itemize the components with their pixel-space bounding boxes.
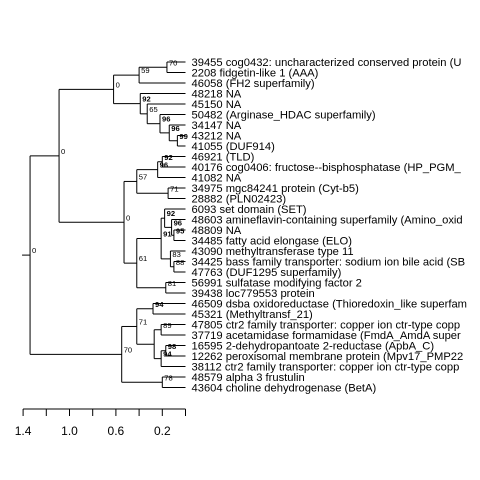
leaf-label: 43212 NA bbox=[192, 131, 242, 143]
leaf-label: 34147 NA bbox=[192, 120, 242, 132]
bootstrap-support: 70 bbox=[169, 58, 177, 67]
bootstrap-support: 94 bbox=[163, 350, 172, 359]
bootstrap-support: 65 bbox=[149, 105, 157, 114]
leaf-label: 38112 ctr2 family transporter: copper io… bbox=[192, 362, 460, 374]
bootstrap-support: 91 bbox=[163, 230, 172, 239]
bootstrap-support: 0 bbox=[61, 147, 65, 156]
bootstrap-support: 0 bbox=[116, 80, 120, 89]
bootstrap-support: 99 bbox=[179, 132, 187, 141]
leaf-label: 39438 loc779553 protein bbox=[192, 288, 315, 300]
axis-tick-label: 0.2 bbox=[154, 424, 171, 438]
leaf-labels: 39455 cog0432: uncharacterized conserved… bbox=[192, 57, 468, 395]
bootstrap-support: 0 bbox=[126, 213, 130, 222]
bootstrap-support: 92 bbox=[164, 153, 172, 162]
leaf-label: 46058 (FH2 superfamily) bbox=[192, 78, 315, 90]
leaf-label: 2208 fidgetin-like 1 (AAA) bbox=[192, 68, 319, 80]
leaf-label: 43604 choline dehydrogenase (BetA) bbox=[192, 383, 377, 395]
leaf-label: 34975 mgc84241 protein (Cyt-b5) bbox=[192, 183, 360, 195]
leaf-label: 12262 peroxisomal membrane protein (Mpv1… bbox=[192, 351, 464, 363]
bootstrap-support: 88 bbox=[176, 258, 184, 267]
leaf-label: 16595 2-dehydropantoate 2-reductase (Apb… bbox=[192, 341, 435, 353]
bootstrap-support: 98 bbox=[168, 342, 176, 351]
bootstrap-support: 71 bbox=[170, 184, 178, 193]
leaf-label: 34425 bass family transporter: sodium io… bbox=[192, 257, 466, 269]
leaf-label: 45321 (Methyltransf_21) bbox=[192, 309, 314, 321]
leaf-label: 41082 NA bbox=[192, 173, 242, 185]
leaf-label: 45150 NA bbox=[192, 99, 242, 111]
leaf-label: 37719 acetamidase formamidase (FmdA_AmdA… bbox=[192, 330, 462, 342]
axis-tick-label: 0.6 bbox=[108, 424, 125, 438]
bootstrap-support: 83 bbox=[172, 250, 180, 259]
bootstrap-support: 89 bbox=[163, 321, 171, 330]
leaf-label: 46509 dsba oxidoreductase (Thioredoxin_l… bbox=[192, 299, 468, 311]
leaf-label: 50482 (Arginase_HDAC superfamily) bbox=[192, 110, 376, 122]
bootstrap-support: 96 bbox=[174, 218, 182, 227]
leaf-label: 46921 (TLD) bbox=[192, 152, 255, 164]
leaf-label: 34485 fatty acid elongase (ELO) bbox=[192, 236, 353, 248]
leaf-label: 40176 cog0406: fructose--bisphosphatase … bbox=[192, 162, 462, 174]
bootstrap-support: 95 bbox=[176, 226, 185, 235]
bootstrap-support: 0 bbox=[32, 246, 36, 255]
bootstrap-support: 70 bbox=[124, 345, 132, 354]
leaf-label: 48809 NA bbox=[192, 225, 242, 237]
leaf-label: 39455 cog0432: uncharacterized conserved… bbox=[192, 57, 462, 69]
bootstrap-support: 96 bbox=[171, 124, 179, 133]
axis-tick-label: 1.4 bbox=[15, 424, 32, 438]
leaf-label: 28882 (PLN02423) bbox=[192, 194, 287, 206]
bootstrap-support: 78 bbox=[164, 373, 172, 382]
bootstrap-support: 96 bbox=[162, 115, 170, 124]
leaf-label: 43090 methyltransferase type 11 bbox=[192, 246, 354, 258]
bootstrap-support: 94 bbox=[155, 300, 164, 309]
leaf-label: 6093 set domain (SET) bbox=[192, 204, 307, 216]
distance-scale-axis: 1.4 1.0 0.6 0.2 bbox=[15, 408, 186, 438]
bootstrap-support: 71 bbox=[139, 317, 147, 326]
bootstrap-support: 92 bbox=[142, 95, 150, 104]
leaf-label: 41055 (DUF914) bbox=[192, 141, 276, 153]
bootstrap-support: 61 bbox=[139, 254, 147, 263]
tree-branches bbox=[22, 61, 186, 388]
bootstrap-support: 57 bbox=[139, 172, 147, 181]
leaf-label: 48603 amineflavin-containing superfamily… bbox=[192, 215, 463, 227]
leaf-label: 47763 (DUF1295 superfamily) bbox=[192, 267, 342, 279]
leaf-label: 48579 alpha 3 frustulin bbox=[192, 372, 305, 384]
bootstrap-support: 59 bbox=[141, 66, 149, 75]
axis-tick-label: 1.0 bbox=[61, 424, 78, 438]
bootstrap-support: 81 bbox=[168, 279, 176, 288]
bootstrap-support: 96 bbox=[160, 161, 168, 170]
leaf-label: 48218 NA bbox=[192, 89, 242, 101]
leaf-label: 47805 ctr2 family transporter: copper io… bbox=[192, 320, 461, 332]
bootstrap-support-labels: 7059999696659209296715795969288839181610… bbox=[32, 58, 188, 382]
bootstrap-support: 92 bbox=[167, 209, 175, 218]
leaf-label: 56991 sulfatase modifying factor 2 bbox=[192, 278, 362, 290]
